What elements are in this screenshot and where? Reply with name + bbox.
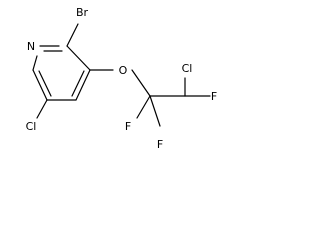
bottom-fluorine-atom: F bbox=[157, 138, 163, 151]
bond-c3-c4 bbox=[75, 69, 91, 101]
pyridine-ring bbox=[32, 45, 91, 101]
chain-chlorine-atom: Cl bbox=[182, 62, 193, 75]
chain-fluorine-atom: F bbox=[211, 90, 217, 103]
bond-c2-c3 bbox=[66, 45, 91, 71]
bond-c6-n bbox=[32, 55, 38, 71]
bond-c5-cl bbox=[36, 99, 48, 119]
bond-c5-c6-double bbox=[38, 70, 52, 97]
left-fluorine-atom: F bbox=[125, 120, 131, 133]
bromine-atom: Br bbox=[76, 6, 89, 19]
bond-c2-br bbox=[66, 23, 79, 47]
ring-chlorine-atom: Cl bbox=[26, 120, 37, 133]
nitrogen-atom: N bbox=[27, 40, 35, 53]
bond-cf2-f-bottom bbox=[149, 95, 161, 127]
oxygen-atom: O bbox=[119, 64, 128, 77]
bond-c5-c6 bbox=[32, 69, 48, 101]
bond-o-cf2 bbox=[131, 69, 151, 97]
structure-diagram: N Br O Cl Cl F F F bbox=[0, 0, 230, 155]
molecule-svg: N Br O Cl Cl F F F bbox=[26, 6, 218, 151]
bond-c3-c4-double bbox=[71, 70, 85, 97]
bond-cf2-f-left bbox=[136, 95, 151, 119]
